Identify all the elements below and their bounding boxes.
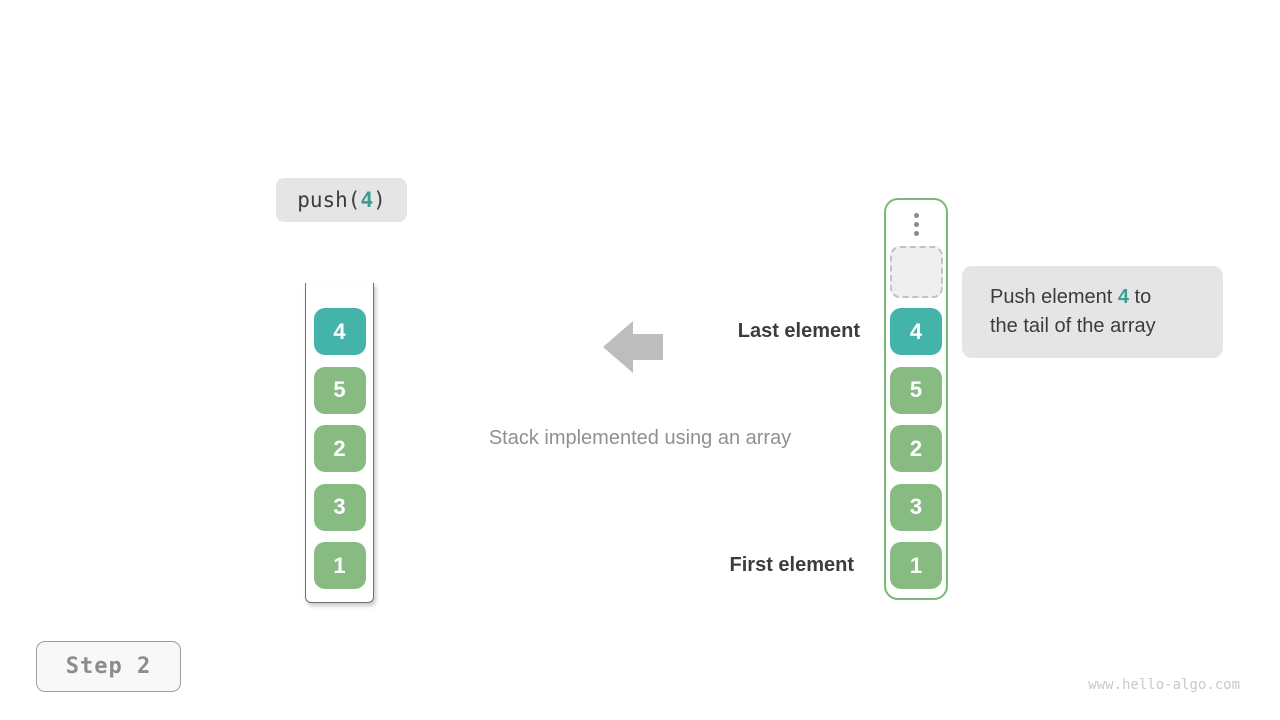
push-operation-suffix: ) <box>373 188 386 212</box>
last-element-label: Last element <box>737 320 860 342</box>
array-container: 4 5 2 3 1 <box>884 198 948 600</box>
ellipsis-dot <box>913 222 919 227</box>
array-cell: 2 <box>890 425 942 472</box>
push-operation-prefix: push( <box>297 188 361 212</box>
watermark: www.hello-algo.com <box>1088 677 1240 693</box>
tooltip-line1: Push element 4 to <box>990 283 1223 312</box>
stack-container: 4 5 2 3 1 <box>305 283 374 603</box>
step-badge: Step 2 <box>36 641 181 692</box>
push-operation-value: 4 <box>360 188 374 212</box>
array-cell: 5 <box>890 366 942 414</box>
ellipsis-dot <box>913 231 919 236</box>
ellipsis-dot <box>913 213 919 218</box>
tooltip-highlight-value: 4 <box>1117 286 1129 308</box>
stack-cell: 1 <box>313 542 366 589</box>
stack-cell: 3 <box>313 483 366 531</box>
first-element-label: First element <box>729 554 854 576</box>
array-cell: 3 <box>890 483 942 531</box>
caption-text: Stack implemented using an array <box>488 427 792 449</box>
stack-cell: 2 <box>313 425 366 472</box>
vertical-ellipsis-icon <box>913 213 919 246</box>
arrow-left-icon <box>603 321 663 373</box>
tooltip-line2: the tail of the array <box>990 315 1156 337</box>
array-cells: 4 5 2 3 1 <box>890 308 942 589</box>
tooltip: Push element 4 to the tail of the array <box>962 266 1223 358</box>
array-cell: 4 <box>890 308 942 355</box>
push-operation-label: push(4) <box>276 178 407 222</box>
tooltip-text: Push element <box>990 286 1118 308</box>
tooltip-text: to <box>1128 286 1152 308</box>
array-cell: 1 <box>890 542 942 589</box>
stack-cell: 4 <box>313 308 366 355</box>
array-empty-slot <box>889 246 943 298</box>
stack-cell: 5 <box>313 366 366 414</box>
